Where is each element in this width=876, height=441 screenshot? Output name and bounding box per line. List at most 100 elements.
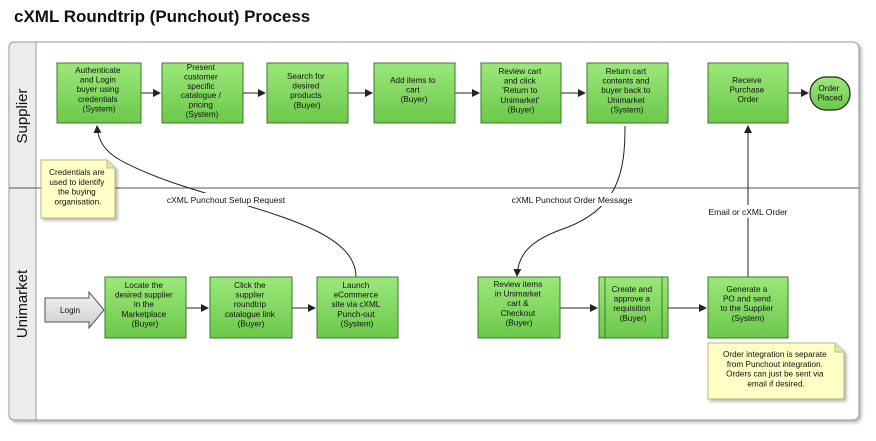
node-generate-po: Generate a PO and send to the Supplier (…: [707, 276, 789, 339]
node-review-cart-line: (Buyer): [508, 105, 535, 114]
node-present: Present customer specific catalogue / pr…: [161, 62, 244, 124]
node-review-items-line: in Unimarket: [495, 290, 542, 299]
node-return-cart-line: Return cart: [606, 67, 647, 76]
edge-label-email-or-cxml: Email or cXML Order: [708, 207, 787, 217]
node-create-req-line: requisition: [613, 304, 651, 313]
node-review-items-line: Review items: [494, 280, 543, 289]
node-authenticate-line: credentials: [78, 95, 118, 104]
node-create-req-line: approve a: [614, 295, 651, 304]
node-return-cart: Return cart contents and buyer back to U…: [586, 62, 669, 124]
note-credentials-line: Credentials are: [49, 168, 105, 177]
lane-supplier: Supplier: [14, 88, 31, 143]
node-create-req-line: Create and: [612, 285, 653, 294]
node-search-line: products: [290, 91, 321, 100]
edge-return-review-items: [513, 125, 626, 277]
diagram-title: cXML Roundtrip (Punchout) Process: [14, 7, 311, 26]
note-order-integration: Order integration is separate from Punch…: [707, 342, 845, 400]
node-order-placed: Order Placed: [809, 76, 851, 111]
node-click-link-line: (Buyer): [238, 319, 265, 328]
node-review-items-line: cart &: [507, 299, 529, 308]
svg-text:Credentials are used to: Credentials are used to identify the buy…: [49, 168, 107, 206]
node-receive-po-line: Order: [738, 95, 759, 104]
note-order-integration-line: email if desired.: [747, 379, 804, 388]
node-search-line: desired: [292, 82, 319, 91]
node-create-req-line: (Buyer): [620, 314, 647, 323]
node-review-cart-line: 'Return to: [502, 86, 538, 95]
node-add-line: Add items to: [390, 76, 436, 85]
svg-text:Generate a PO and send: Generate a PO and send to the Supplier (…: [720, 285, 775, 323]
node-login-label: Login: [60, 306, 80, 315]
note-credentials-line: used to identify: [49, 178, 105, 187]
note-credentials: Credentials are used to identify the buy…: [40, 159, 116, 219]
svg-text:Receive Purchase O: Receive Purchase Order: [730, 76, 767, 104]
svg-text:Order Placed: Order Placed: [817, 84, 842, 103]
node-add-line: cart: [406, 86, 420, 95]
node-launch-line: Punch-out: [337, 310, 375, 319]
note-order-integration-line: from Punchout integration.: [727, 360, 823, 369]
lane-label-supplier: Supplier: [14, 88, 31, 143]
node-review-items: Review items in Unimarket cart & Checkou…: [477, 276, 561, 339]
svg-text:Return cart contents and: Return cart contents and buyer back to U…: [601, 67, 652, 114]
node-return-cart-line: Unimarket: [607, 96, 645, 105]
node-search-line: Search for: [287, 72, 325, 81]
edge-launch-authenticate: [93, 125, 357, 278]
node-return-cart-line: buyer back to: [601, 86, 651, 95]
node-launch-line: Launch: [342, 281, 369, 290]
node-generate-po-line: Generate a: [726, 285, 767, 294]
note-order-integration-line: Orders can just be sent via: [726, 370, 824, 379]
node-click-link-line: roundtrip: [234, 300, 267, 309]
node-authenticate: Authenticate and Login buyer using crede…: [56, 62, 142, 124]
node-search-line: (Buyer): [294, 101, 321, 110]
node-locate: Locate the desired supplier in the Marke…: [104, 276, 187, 339]
node-launch-line: eCommerce: [334, 291, 379, 300]
node-return-cart-line: contents and: [602, 77, 649, 86]
note-credentials-line: the buying: [58, 188, 96, 197]
edge-label-setup-request: cXML Punchout Setup Request: [167, 195, 286, 205]
node-review-items-line: (Buyer): [506, 318, 533, 327]
node-add-line: (Buyer): [401, 95, 428, 104]
svg-text:Create and approve a: Create and approve a requisition (Buyer): [612, 285, 655, 323]
note-credentials-line: organisation.: [55, 197, 102, 206]
node-review-cart-line: Review cart: [498, 67, 541, 76]
node-click-link-line: supplier: [236, 291, 265, 300]
node-present-line: specific: [187, 82, 214, 91]
node-locate-line: desired supplier: [115, 291, 173, 300]
node-return-cart-line: (System): [611, 105, 644, 114]
node-present-line: pricing: [189, 101, 214, 110]
node-generate-po-line: to the Supplier: [720, 304, 773, 313]
node-present-line: customer: [184, 72, 218, 81]
node-launch: Launch eCommerce site via cXML Punch-out…: [316, 276, 399, 339]
node-present-line: (System): [186, 110, 219, 119]
node-launch-line: (System): [341, 319, 374, 328]
svg-text:Launch eCommerce s: Launch eCommerce site via cXML Punch-out…: [332, 281, 383, 328]
node-click-link-line: catalogue link: [225, 310, 276, 319]
node-receive-po-line: Receive: [732, 76, 762, 85]
connectors: [93, 89, 809, 312]
svg-text:Search for desired: Search for desired products (Buyer): [287, 72, 327, 110]
svg-text:Order integration is separate: Order integration is separate from Punch…: [723, 350, 829, 388]
node-receive-po-line: Purchase: [730, 86, 765, 95]
node-authenticate-line: buyer using: [77, 85, 120, 94]
svg-text:Review cart and click: Review cart and click 'Return to Unimark…: [498, 67, 543, 114]
node-authenticate-line: Authenticate: [75, 66, 121, 75]
node-add: Add items to cart (Buyer): [373, 62, 456, 124]
node-review-items-line: Checkout: [501, 309, 536, 318]
node-authenticate-line: (System): [83, 104, 116, 113]
node-present-line: Present: [187, 63, 216, 72]
lane-unimarket: Unimarket: [14, 269, 31, 338]
node-click-link-line: Click the: [234, 281, 266, 290]
node-order-placed-line: Placed: [817, 94, 842, 103]
node-click-link: Click the supplier roundtrip catalogue l…: [209, 276, 293, 339]
svg-text:Add items to cart: Add items to cart (Buyer): [390, 76, 438, 104]
svg-text:Present customer s: Present customer specific catalogue / pr…: [181, 63, 223, 119]
node-review-cart: Review cart and click 'Return to Unimark…: [480, 62, 562, 124]
svg-text:Click the supplier: Click the supplier roundtrip catalogue l…: [225, 281, 277, 328]
node-locate-line: Marketplace: [122, 310, 167, 319]
node-locate-line: (Buyer): [132, 319, 159, 328]
lane-label-unimarket: Unimarket: [14, 269, 31, 338]
node-present-line: catalogue /: [181, 91, 222, 100]
node-search: Search for desired products (Buyer): [266, 62, 349, 124]
svg-text:Review items in Unimarke: Review items in Unimarket cart & Checkou…: [494, 280, 545, 327]
node-generate-po-line: PO and send: [723, 295, 771, 304]
